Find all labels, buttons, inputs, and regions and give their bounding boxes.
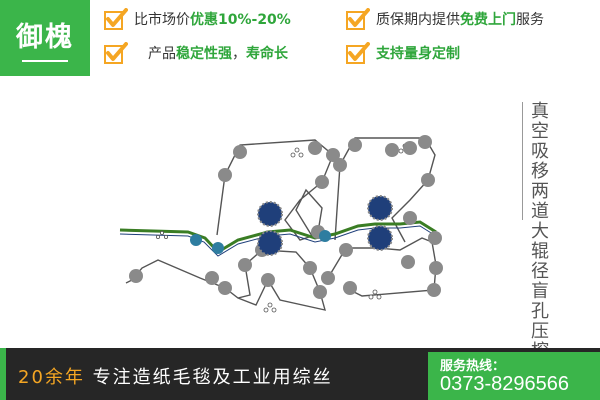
feature-price-highlight: 优惠10%-20% [190, 12, 291, 28]
brand-underline [22, 59, 68, 62]
feature-warranty-prefix: 质保期内提供 [376, 12, 460, 28]
check-icon [346, 42, 370, 64]
slogan-years: 20余年 [18, 367, 85, 388]
feature-stability-mid: ， [232, 46, 246, 62]
paper-sheet-shadow [119, 225, 437, 257]
header: 御槐 比市场价 优惠10%-20% 质保期内提供 免费上门 服务 产品 稳定性强… [0, 0, 600, 76]
check-icon [104, 42, 128, 64]
slogan-text: 专注造纸毛毯及工业用综丝 [92, 367, 333, 388]
side-title: 真空吸移两道大辊径盲孔压榨 [531, 101, 549, 362]
check-icon [346, 8, 370, 30]
guide-rolls [129, 135, 443, 299]
press-diagram [119, 135, 443, 313]
feature-warranty-suffix: 服务 [516, 12, 544, 28]
hotline-number[interactable]: 0373-8296566 [440, 373, 570, 395]
feature-stability-highlight2: 寿命长 [246, 46, 288, 62]
side-title-divider [522, 102, 523, 220]
feature-custom-highlight: 支持量身定制 [376, 46, 460, 62]
paper-sheet [119, 220, 437, 254]
feature-stability: 产品 稳定性强 ， 寿命长 [104, 42, 288, 64]
left-upper-felt [216, 139, 334, 241]
feature-warranty-highlight: 免费上门 [460, 12, 516, 28]
right-upper-felt [334, 137, 436, 243]
brand-logo: 御槐 [0, 0, 90, 76]
left-lower-felt [131, 249, 326, 311]
press-rolls [257, 195, 393, 256]
feature-price: 比市场价 优惠10%-20% [104, 8, 291, 30]
right-lower-felt [327, 237, 437, 297]
feature-warranty: 质保期内提供 免费上门 服务 [346, 8, 544, 30]
brand-name: 御槐 [16, 21, 74, 53]
hotline-box [428, 352, 600, 400]
feature-price-prefix: 比市场价 [134, 12, 190, 28]
feature-stability-highlight: 稳定性强 [176, 46, 232, 62]
hotline-label: 服务热线： [440, 359, 506, 374]
check-icon [104, 8, 128, 30]
footer-accent [0, 348, 6, 400]
feature-custom: 支持量身定制 [346, 42, 460, 64]
suction-rolls [190, 230, 331, 254]
feature-stability-prefix: 产品 [148, 46, 176, 62]
slogan: 20余年 专注造纸毛毯及工业用综丝 [18, 363, 333, 389]
